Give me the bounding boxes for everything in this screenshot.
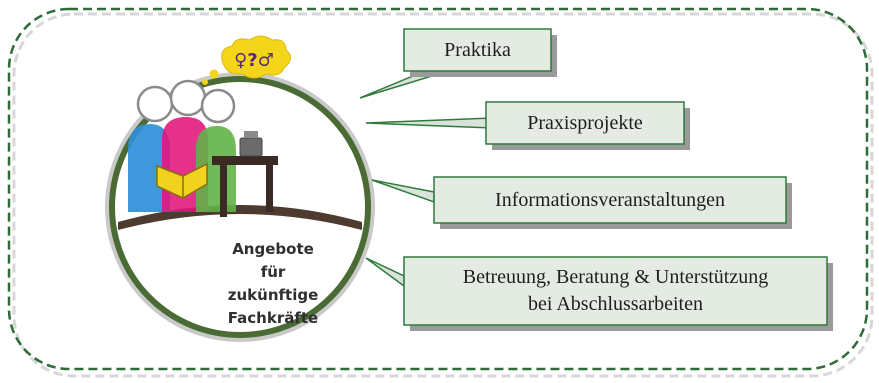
thought-bubble-dot-small bbox=[202, 79, 208, 85]
center-label-line-1: Angebote für bbox=[232, 240, 314, 281]
callout-label-2: Praxisprojekte bbox=[527, 111, 643, 134]
callout-boxes bbox=[403, 28, 833, 331]
callout-box-3 bbox=[433, 176, 787, 224]
center-label-line-2: zukünftige bbox=[227, 286, 319, 304]
connector-2 bbox=[365, 117, 493, 129]
callout-label-1: Praktika bbox=[444, 38, 511, 61]
person-body-blue bbox=[128, 124, 170, 212]
connector-3 bbox=[371, 179, 435, 204]
thought-bubble-symbols: ♀?♂ bbox=[234, 50, 274, 71]
desk-leg-left bbox=[220, 165, 227, 217]
thought-bubble bbox=[221, 35, 291, 79]
callout-box-1 bbox=[403, 28, 552, 72]
desk-leg-right bbox=[266, 165, 273, 212]
thought-bubble-dot-medium bbox=[209, 69, 219, 79]
person-head-right bbox=[200, 88, 236, 124]
callout-box-2 bbox=[485, 101, 685, 145]
outer-shadow-frame bbox=[12, 12, 874, 378]
desk-top bbox=[212, 156, 278, 165]
center-label-line-3: Fachkräfte bbox=[227, 309, 319, 327]
person-head-middle bbox=[169, 79, 207, 117]
person-head-left bbox=[136, 85, 174, 123]
people-illustration: ♀?♂ bbox=[118, 35, 362, 230]
callout-label-4: Betreuung, Beratung & Unterstützung bei … bbox=[462, 266, 769, 315]
outer-dashed-frame bbox=[7, 7, 869, 371]
callout-box-4 bbox=[403, 256, 828, 326]
connector-4 bbox=[365, 257, 405, 288]
device-icon bbox=[239, 137, 263, 157]
center-label: Angebote für zukünftige Fachkräfte bbox=[218, 238, 328, 330]
callout-label-3: Informationsveranstaltungen bbox=[495, 188, 725, 211]
